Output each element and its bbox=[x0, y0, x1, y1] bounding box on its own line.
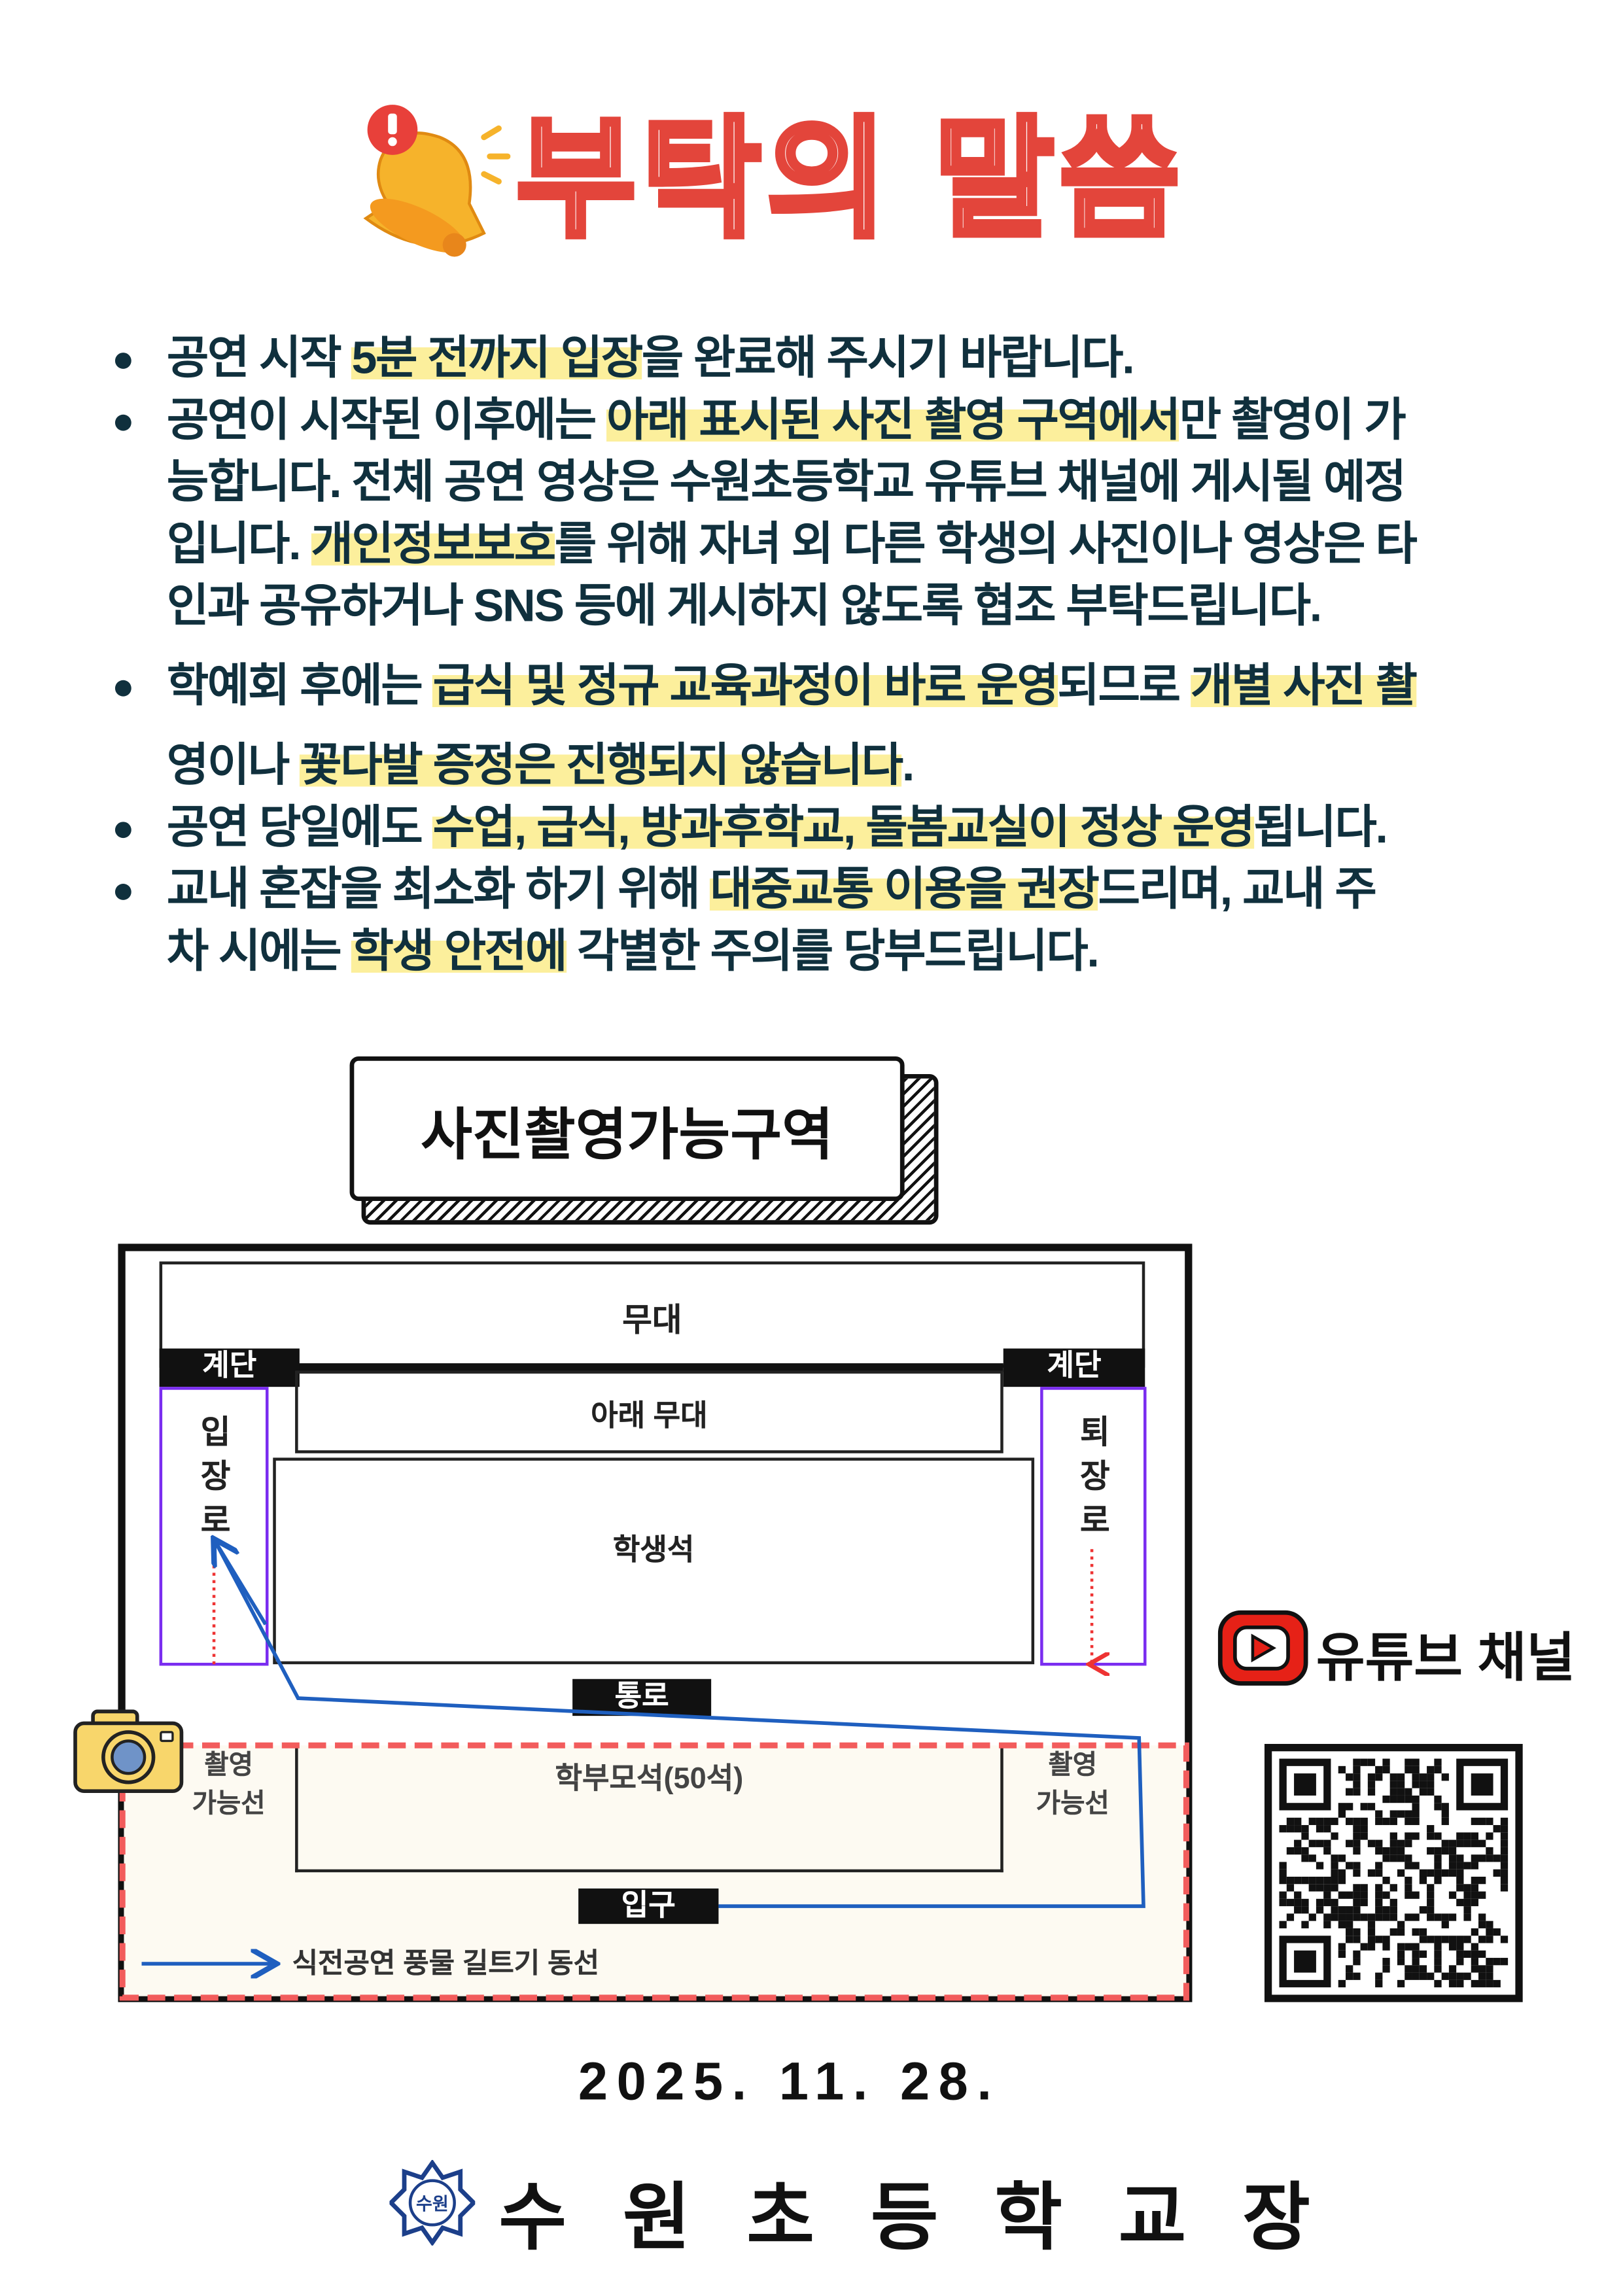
text-segment: 인과 공유하거나 SNS 등에 게시하지 않도록 협조 부탁드립니다. bbox=[166, 580, 1322, 632]
text-segment: 교내 혼잡을 최소화 하기 위해 bbox=[166, 863, 710, 915]
student-seats: 학생석 bbox=[273, 1457, 1035, 1665]
text-segment: 능합니다. 전체 공연 영상은 수원초등학교 유튜브 채널에 게시될 예정 bbox=[166, 455, 1406, 508]
bullet-line: 차 시에는 학생 안전에 각별한 주의를 당부드립니다. bbox=[115, 920, 1591, 983]
notice-date: 2025. 11. 28. bbox=[578, 2051, 1001, 2112]
highlighted-text: 급식 및 정규 교육과정이 바로 운영 bbox=[432, 659, 1059, 712]
entrance-label: 입구 bbox=[578, 1888, 719, 1924]
bullet-dot bbox=[114, 680, 131, 697]
text-segment: 을 완료해 주시기 바랍니다. bbox=[641, 332, 1135, 384]
bullet-dot bbox=[114, 884, 131, 900]
entry-path: 입장로 bbox=[159, 1387, 269, 1666]
highlighted-text: 대중교통 이용을 권장 bbox=[710, 863, 1100, 915]
highlighted-text: 개별 사진 촬 bbox=[1190, 659, 1418, 712]
text-segment: 드리며, 교내 주 bbox=[1098, 863, 1377, 915]
route-legend-label: 식전공연 풍물 길트기 동선 bbox=[292, 1949, 600, 1980]
highlighted-text: 아래 표시된 사진 촬영 구역에서 bbox=[606, 394, 1181, 446]
text-segment: 공연 시작 bbox=[166, 332, 352, 384]
bullet-line: 영이나 꽃다발 증정은 진행되지 않습니다. bbox=[115, 735, 1591, 797]
text-segment: 입니다. bbox=[166, 517, 311, 570]
bullet-line: 공연이 시작된 이후에는 아래 표시된 사진 촬영 구역에서만 촬영이 가 bbox=[114, 389, 1591, 451]
bullet-dot bbox=[114, 414, 131, 431]
stairs-left: 계단 bbox=[159, 1348, 300, 1387]
text-segment: . bbox=[901, 739, 915, 791]
text-segment: 됩니다. bbox=[1253, 801, 1388, 853]
photo-line-right: 촬영 가능선 bbox=[1036, 1750, 1109, 1818]
parent-seats: 학부모석(50석) bbox=[295, 1745, 1003, 1873]
text-segment: 되므로 bbox=[1057, 659, 1191, 712]
youtube-channel-link[interactable]: 유튜브 채널 bbox=[1316, 1627, 1575, 1688]
camera-icon bbox=[73, 1709, 184, 1793]
photo-zone-label: 사진촬영가능구역 bbox=[349, 1056, 905, 1201]
exit-path: 퇴장로 bbox=[1040, 1387, 1147, 1666]
bullet-line: 교내 혼잡을 최소화 하기 위해 대중교통 이용을 권장드리며, 교내 주 bbox=[114, 859, 1591, 921]
qr-pattern bbox=[1279, 1758, 1509, 1988]
bullet-line: 인과 공유하거나 SNS 등에 게시하지 않도록 협조 부탁드립니다. bbox=[115, 576, 1591, 638]
stage: 무대 bbox=[159, 1261, 1145, 1368]
highlighted-text: 꽃다발 증정은 진행되지 않습니다 bbox=[300, 739, 903, 791]
notice-list: 공연 시작 5분 전까지 입장을 완료해 주시기 바랍니다.공연이 시작된 이후… bbox=[114, 328, 1591, 983]
text-segment: 만 촬영이 가 bbox=[1179, 394, 1406, 446]
text-segment: 학예회 후에는 bbox=[166, 659, 433, 712]
text-segment: 공연이 시작된 이후에는 bbox=[166, 394, 607, 446]
bullet-dot bbox=[114, 353, 131, 369]
text-segment: 를 위해 자녀 외 다른 학생의 사진이나 영상은 타 bbox=[554, 517, 1418, 570]
bullet-line: 공연 시작 5분 전까지 입장을 완료해 주시기 바랍니다. bbox=[114, 328, 1591, 390]
lower-stage: 아래 무대 bbox=[295, 1370, 1003, 1453]
youtube-play-icon bbox=[1217, 1610, 1308, 1686]
school-principal: 수원초등학교장 bbox=[498, 2176, 1367, 2259]
text-segment: 차 시에는 bbox=[166, 925, 352, 977]
bullet-line: 입니다. 개인정보보호를 위해 자녀 외 다른 학생의 사진이나 영상은 타 bbox=[115, 513, 1591, 576]
bullet-dot bbox=[114, 822, 131, 839]
aisle-label: 통로 bbox=[572, 1679, 712, 1716]
text-segment: 각별한 주의를 당부드립니다. bbox=[566, 925, 1100, 977]
school-emblem: 수원 bbox=[389, 2160, 476, 2246]
bullet-line: 공연 당일에도 수업, 급식, 방과후학교, 돌봄교실이 정상 운영됩니다. bbox=[114, 797, 1591, 859]
text-segment: 공연 당일에도 bbox=[166, 801, 433, 853]
text-segment: 영이나 bbox=[166, 739, 300, 791]
bullet-line: 학예회 후에는 급식 및 정규 교육과정이 바로 운영되므로 개별 사진 촬 bbox=[114, 655, 1591, 717]
highlighted-text: 학생 안전에 bbox=[351, 925, 567, 977]
emblem-text: 수원 bbox=[416, 2195, 449, 2214]
page-title: 부탁의 말씀 bbox=[514, 106, 1185, 252]
bullet-line: 능합니다. 전체 공연 영상은 수원초등학교 유튜브 채널에 게시될 예정 bbox=[115, 451, 1591, 513]
bell-icon bbox=[363, 105, 511, 257]
stairs-right: 계단 bbox=[1003, 1348, 1145, 1387]
highlighted-text: 5분 전까지 입장 bbox=[351, 332, 643, 384]
qr-code[interactable] bbox=[1264, 1744, 1523, 2002]
highlighted-text: 개인정보보호 bbox=[311, 517, 556, 570]
highlighted-text: 수업, 급식, 방과후학교, 돌봄교실이 정상 운영 bbox=[432, 801, 1255, 853]
stage-edge bbox=[295, 1363, 1003, 1372]
